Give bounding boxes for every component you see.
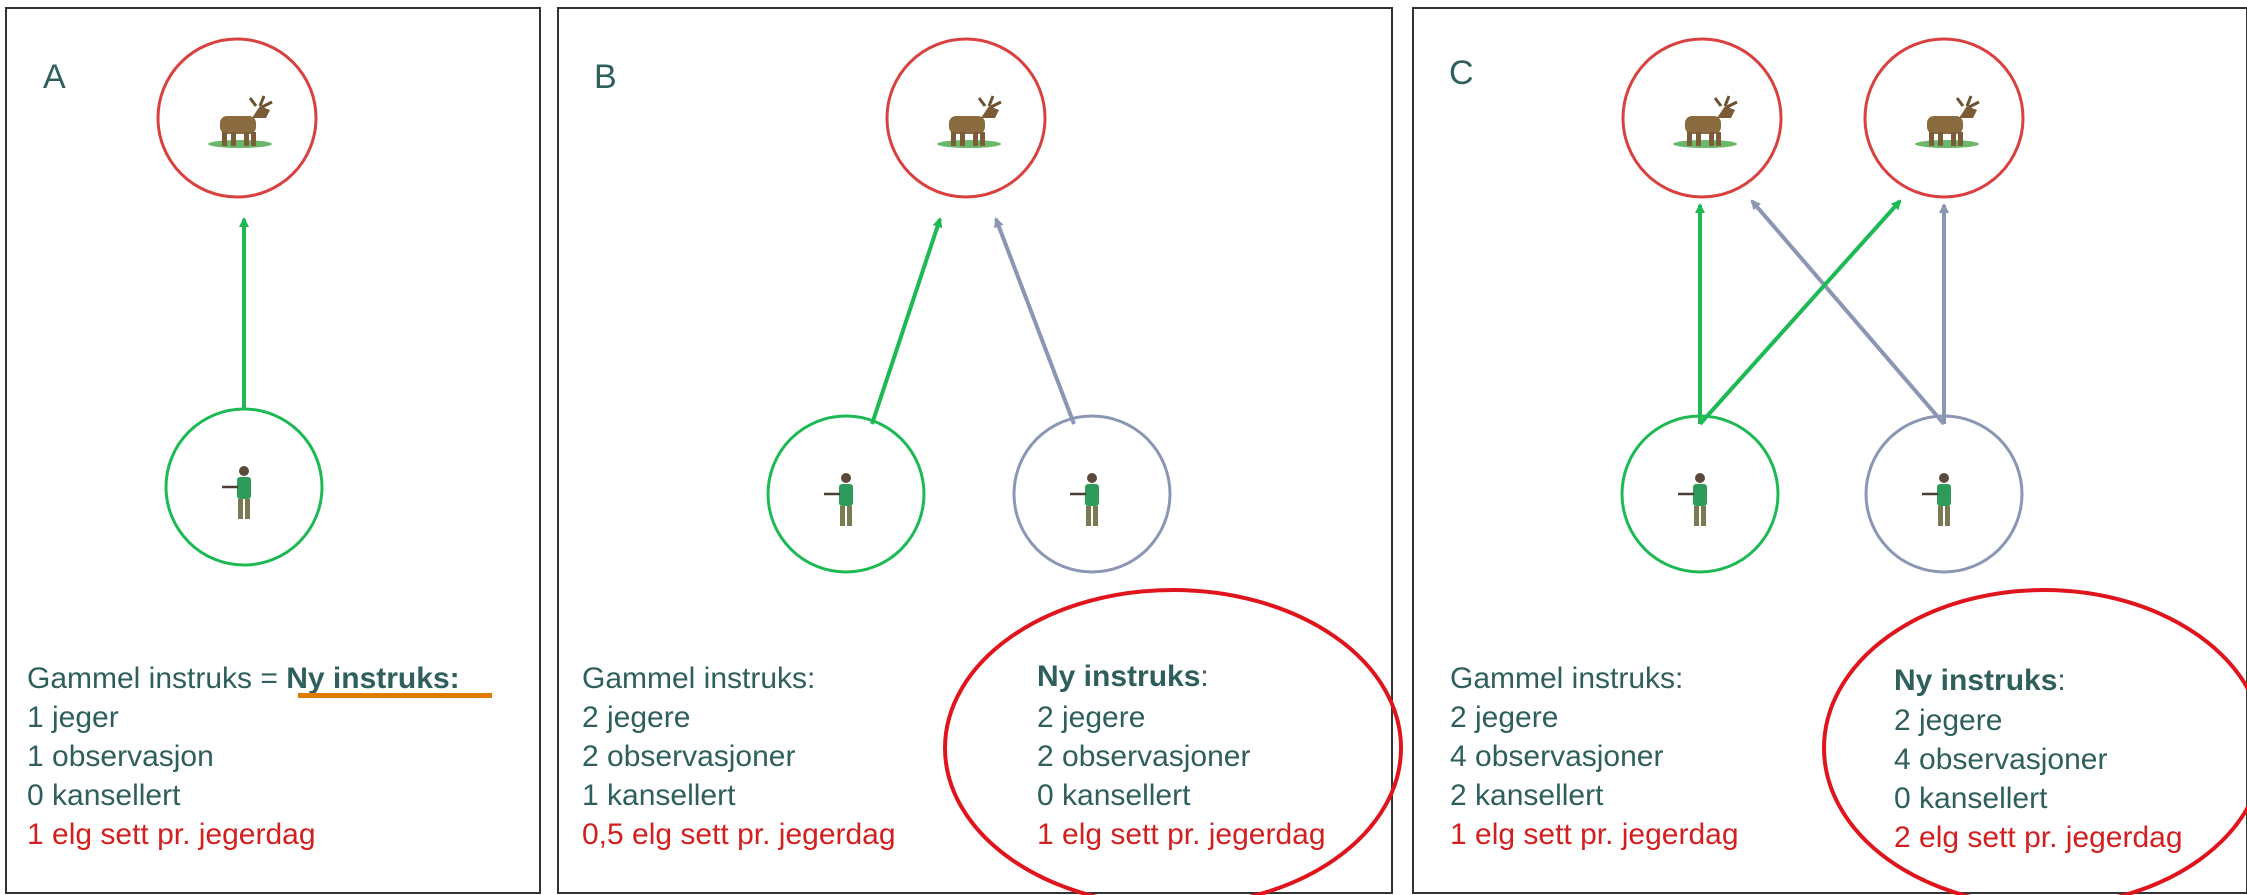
old-instruction-line: 4 observasjoner xyxy=(1450,740,1663,773)
hunter-icon xyxy=(822,471,855,528)
new-instruction-heading: Ny instruks xyxy=(1037,660,1200,693)
moose-circle xyxy=(885,37,1047,199)
old-instruction-line: 1 kansellert xyxy=(582,779,736,812)
svg-text:Gammel instruks = Ny instruks:: Gammel instruks = Ny instruks: xyxy=(27,662,460,695)
panel-a-rate: 1 elg sett pr. jegerdag xyxy=(27,818,316,851)
panel-a: A Gammel instruks = Ny instruks: 1 jeger… xyxy=(5,7,541,894)
new-instruction-heading: Ny instruks: xyxy=(286,662,459,695)
panel-a-label: A xyxy=(43,58,66,96)
new-instruction-line: 4 observasjoner xyxy=(1894,743,2107,776)
highlight-ellipse xyxy=(943,588,1403,895)
new-instruction-heading-colon: : xyxy=(2057,664,2065,697)
new-instruction-line: 0 kansellert xyxy=(1894,782,2048,815)
moose-icon xyxy=(206,94,274,150)
new-instruction-line: 2 jegere xyxy=(1894,704,2002,737)
moose-icon xyxy=(1913,94,1981,150)
moose-circle xyxy=(156,37,318,199)
old-instruction-line: 2 jegere xyxy=(582,701,690,734)
panel-b-label: B xyxy=(594,58,617,96)
svg-text:Ny instruks:: Ny instruks: xyxy=(1894,664,2066,697)
panel-b: B Gammel instruks: 2 jegere 2 observasjo… xyxy=(557,7,1403,895)
hunter-circle-green xyxy=(766,414,926,574)
hunter-icon xyxy=(1676,471,1709,528)
panel-c-label: C xyxy=(1449,54,1474,92)
old-instruction-line: 2 observasjoner xyxy=(582,740,795,773)
new-instruction-line: 0 kansellert xyxy=(1037,779,1191,812)
observation-arrow-green xyxy=(1698,199,1902,426)
observation-arrow-gray xyxy=(1750,199,1946,426)
panel-a-line: 1 observasjon xyxy=(27,740,214,773)
hunter-icon xyxy=(1068,471,1101,528)
panel-c-frame xyxy=(1412,7,2247,894)
underline-highlight xyxy=(298,693,492,698)
new-instruction-line: 2 jegere xyxy=(1037,701,1145,734)
old-instruction-heading: Gammel instruks: xyxy=(582,662,815,695)
highlight-ellipse xyxy=(1822,588,2247,895)
panel-c: C Gammel instruks: 2 jegere 4 observasjo… xyxy=(1412,7,2247,895)
moose-icon xyxy=(935,94,1003,150)
old-instruction-rate: 1 elg sett pr. jegerdag xyxy=(1450,818,1739,851)
panel-a-line: 0 kansellert xyxy=(27,779,181,812)
moose-circle xyxy=(1863,37,2025,199)
moose-circle xyxy=(1621,37,1783,199)
old-instruction-heading: Gammel instruks: xyxy=(1450,662,1683,695)
svg-text:Ny instruks:: Ny instruks: xyxy=(1037,660,1209,693)
hunter-circle-gray xyxy=(1012,414,1172,574)
hunter-icon xyxy=(1920,471,1953,528)
old-instruction-line: 2 jegere xyxy=(1450,701,1558,734)
panel-b-frame xyxy=(557,7,1393,894)
hunter-icon xyxy=(220,464,253,521)
new-instruction-heading: Ny instruks xyxy=(1894,664,2057,697)
observation-arrow-gray xyxy=(994,217,1076,425)
old-instruction-rate: 0,5 elg sett pr. jegerdag xyxy=(582,818,896,851)
old-instruction-line: 2 kansellert xyxy=(1450,779,1604,812)
panel-a-frame xyxy=(5,7,541,894)
new-instruction-rate: 1 elg sett pr. jegerdag xyxy=(1037,818,1326,851)
new-instruction-rate: 2 elg sett pr. jegerdag xyxy=(1894,821,2183,854)
old-instruction-heading: Gammel instruks = xyxy=(27,662,286,695)
new-instruction-line: 2 observasjoner xyxy=(1037,740,1250,773)
panel-a-line: 1 jeger xyxy=(27,701,119,734)
new-instruction-heading-colon: : xyxy=(1200,660,1208,693)
observation-arrow-green xyxy=(870,217,943,425)
moose-icon xyxy=(1671,94,1739,150)
